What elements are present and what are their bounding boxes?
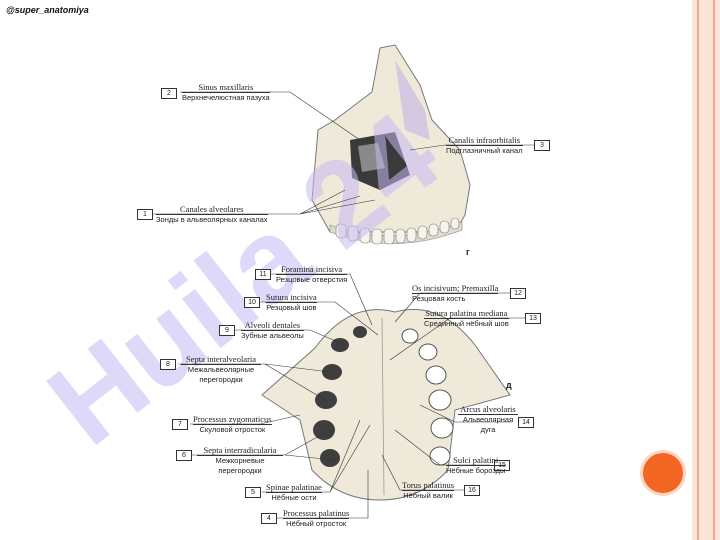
label-canales-alveolares: Canales alveolares Зонды в альвеолярных … [156, 204, 268, 224]
label-number: 16 [464, 485, 480, 496]
label-number: 13 [525, 313, 541, 324]
label-septa-interalveolaria: Septa interalveolaria Межальвеолярные пе… [181, 354, 261, 385]
label-number: 3 [534, 140, 550, 151]
label-number: 5 [245, 487, 261, 498]
label-sutura-incisiva: Sutura incisiva Резцовый шов [266, 292, 317, 312]
label-arcus-alveolaris: Arcus alveolaris Альвеолярная дуга [458, 404, 518, 435]
label-number: 1 [137, 209, 153, 220]
label-number: 12 [510, 288, 526, 299]
label-canalis-infraorbitalis: Canalis infraorbitalis Подглазничный кан… [446, 135, 523, 155]
side-decoration-line [713, 0, 715, 540]
label-sinus-maxillaris: Sinus maxillaris Верхнечелюстная пазуха [182, 82, 270, 102]
label-number: 8 [160, 359, 176, 370]
label-number: 2 [161, 88, 177, 99]
label-processus-zygomaticus: Processus zygomaticus Скуловой отросток [193, 414, 272, 434]
label-spinae-palatinae: Spinae palatinae Нёбные ости [266, 482, 322, 502]
side-decoration-line [697, 0, 699, 540]
figure-letter-bottom: д [506, 380, 512, 390]
figure-letter-top: г [466, 247, 470, 257]
label-sutura-palatina-mediana: Sutura palatina mediana Срединный нёбный… [424, 308, 509, 328]
label-foramina-incisiva: Foramina incisiva Резцовые отверстия [276, 264, 348, 284]
label-processus-palatinus: Processus palatinus Нёбный отросток [283, 508, 350, 528]
label-number: 4 [261, 513, 277, 524]
label-number: 7 [172, 419, 188, 430]
label-septa-interradicularia: Septa interradicularia Межкорневые перег… [197, 445, 283, 476]
label-number: 9 [219, 325, 235, 336]
watermark-handle: @super_anatomiya [6, 5, 89, 15]
accent-circle [640, 450, 686, 496]
maxilla-lateral-view [311, 44, 471, 245]
label-alveoli-dentales: Alveoli dentales Зубные альвеолы [241, 320, 304, 340]
label-os-incisivum: Os incisivum; Premaxilla Резцовая кость [412, 283, 499, 303]
side-decoration-band [692, 0, 720, 540]
maxilla-inferior-view [261, 308, 511, 501]
label-number: 10 [244, 297, 260, 308]
label-number: 11 [255, 269, 271, 280]
label-number: 14 [518, 417, 534, 428]
label-number: 6 [176, 450, 192, 461]
label-torus-palatinus: Torus palatinus Нёбный валик [402, 480, 455, 500]
label-sulci-palatini: Sulci palatini Нёбные борозды [446, 455, 506, 475]
